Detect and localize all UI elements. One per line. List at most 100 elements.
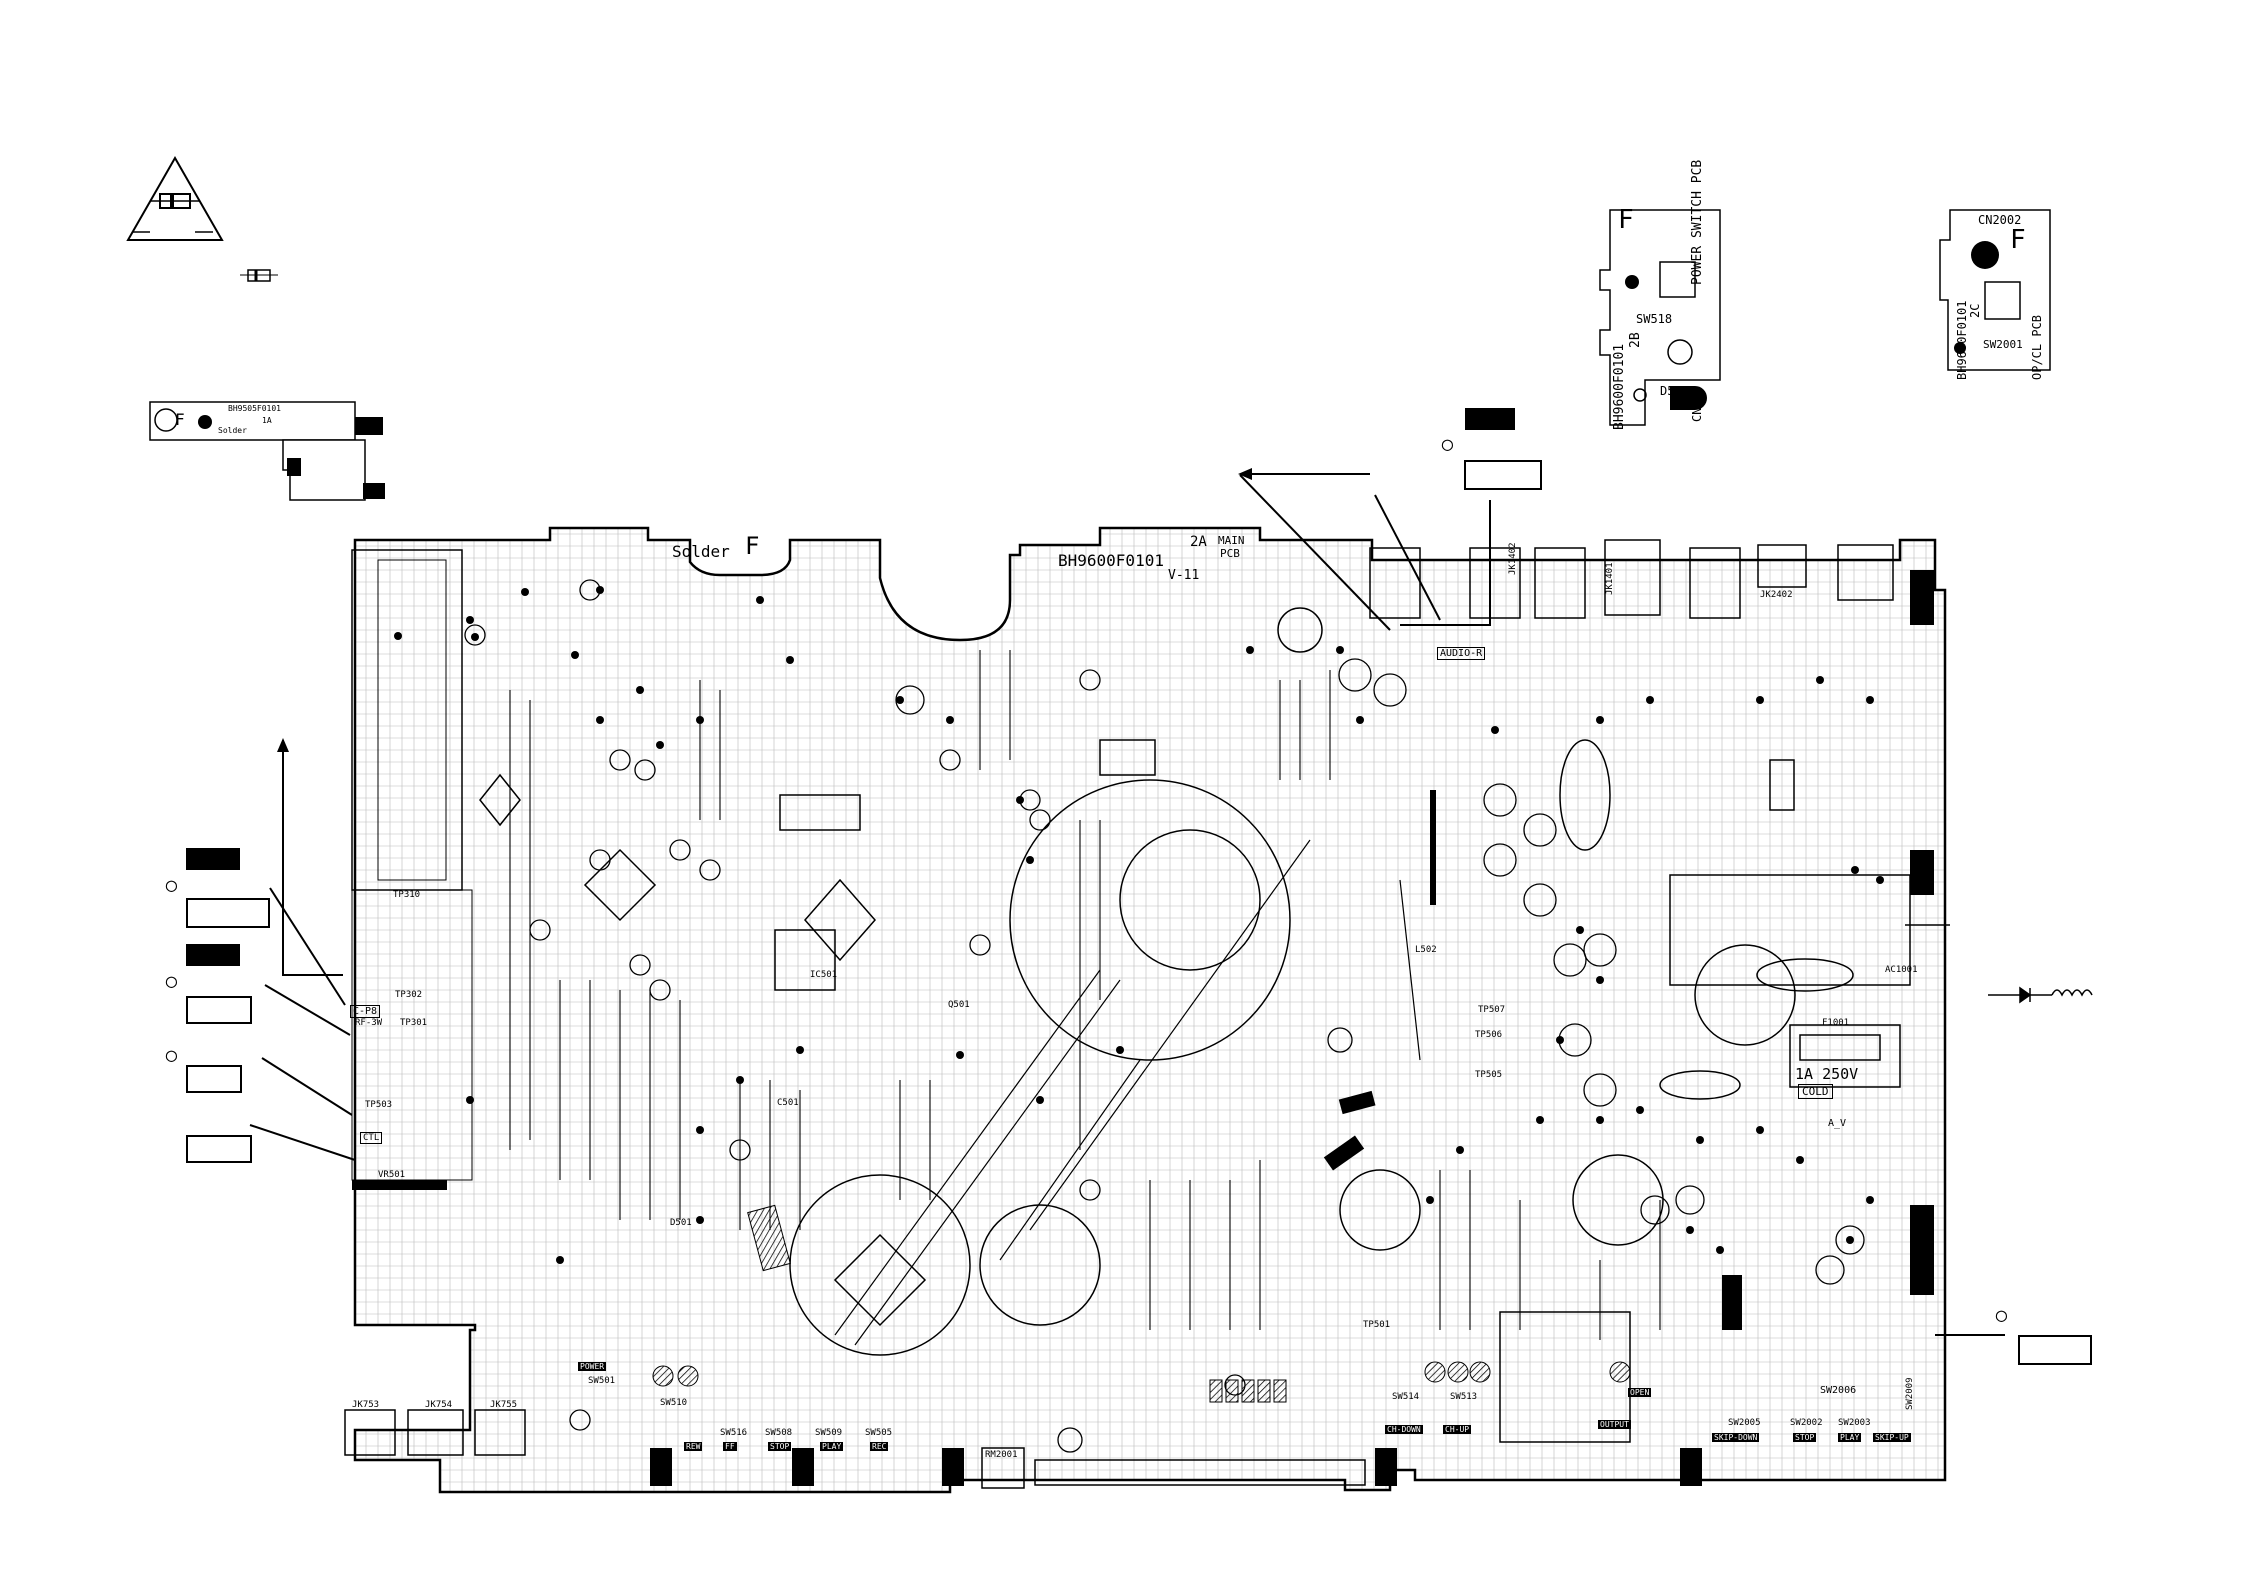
top-connectors (1369, 539, 1894, 619)
label-vr501: VR501 (378, 1170, 406, 1180)
ic-packages (479, 739, 1881, 1443)
callout-box-1 (186, 898, 270, 928)
pcb-vertical-traces (509, 650, 1661, 1340)
label-c-p8: C-P8 (350, 1005, 381, 1018)
fuse-rating-label: 1A 250V (1795, 1065, 1859, 1083)
main-board-outline (351, 526, 1947, 1494)
switch-label-sw510: SW510 (660, 1398, 688, 1408)
label-a-v: A_V (1828, 1118, 1847, 1129)
power-switch-title: POWER SWITCH PCB (1690, 159, 1705, 285)
power-switch-board-outline (1599, 209, 1721, 426)
jack-label-jk1402: JK1402 (1508, 542, 1518, 575)
label-d501: D501 (670, 1218, 692, 1228)
test-point-tp302: TP302 (395, 990, 423, 1000)
opcl-switch-label: SW2001 (1983, 338, 2023, 351)
power-switch-revision: 2B (1628, 332, 1643, 348)
test-point-tp310: TP310 (393, 890, 421, 900)
power-switch-part-number: BH9600F0101 (1612, 343, 1627, 430)
test-point-tp503: TP503 (365, 1100, 393, 1110)
switch-label-sw508: SW508 (765, 1428, 793, 1438)
button-label-rew: REW (684, 1442, 703, 1451)
label-c501: C501 (777, 1098, 799, 1108)
power-switch-side-letter: F (1618, 205, 1634, 235)
test-point-tp301: TP301 (400, 1018, 428, 1028)
switch-label-sw2005: SW2005 (1728, 1418, 1761, 1428)
capacitor-outlines (464, 579, 1865, 1453)
opcl-side-letter: F (2010, 225, 2026, 255)
callout-circle-3: ◯ (166, 1045, 177, 1066)
callout-box-3 (186, 1065, 242, 1093)
callout-box-right (2018, 1335, 2092, 1365)
main-board-version: V-11 (1168, 568, 1200, 583)
callout-circle-2: ◯ (166, 971, 177, 992)
cold-label: COLD (1798, 1084, 1833, 1099)
main-board-solder-label: Solder (672, 542, 730, 561)
main-board-name-line-1: MAIN (1218, 534, 1245, 547)
power-switch-switch-label: SW518 (1636, 312, 1673, 326)
button-label-output: OUTPUT (1598, 1420, 1631, 1429)
left-arrow-icon (1238, 468, 1370, 480)
switch-label-sw501: SW501 (588, 1376, 616, 1386)
hatched-pads (652, 1204, 1631, 1403)
label-ic501: IC501 (810, 970, 838, 980)
label-q501: Q501 (948, 1000, 970, 1010)
main-board-revision: 2A (1190, 534, 1207, 550)
opcl-connector-label: CN2002 (1978, 213, 2022, 227)
small-board-revision: 1A (262, 416, 272, 425)
callout-black-label-2 (186, 944, 240, 966)
button-label-ch-up: CH-UP (1443, 1425, 1472, 1434)
test-point-tp506: TP506 (1475, 1030, 1503, 1040)
power-switch-led-label: D561 (1660, 384, 1689, 398)
button-label-play-2: PLAY (1838, 1433, 1862, 1442)
button-label-power: POWER (578, 1362, 607, 1371)
inductor-diode-icon (1988, 986, 2093, 1004)
opcl-part-number: BH9600F0101 (1955, 300, 1969, 380)
jack-label-jk755: JK755 (490, 1400, 518, 1410)
button-label-ff: FF (723, 1442, 737, 1451)
opcl-title: OP/CL PCB (2030, 314, 2044, 380)
small-board-outline (149, 401, 385, 501)
small-board-solder-label: Solder (218, 426, 247, 435)
callout-leader-lines (249, 474, 2005, 1336)
jack-label-jk753: JK753 (352, 1400, 380, 1410)
switch-label-sw2009: SW2009 (1905, 1377, 1915, 1410)
button-label-skip-down: SKIP-DOWN (1712, 1433, 1760, 1442)
switch-label-sw513: SW513 (1450, 1392, 1478, 1402)
switch-label-sw505: SW505 (865, 1428, 893, 1438)
small-board-part-number: BH9505F0101 (228, 404, 281, 413)
up-arrow-icon (277, 738, 289, 752)
callout-circle-top: ◯ (1442, 434, 1453, 455)
label-ctl: CTL (360, 1132, 383, 1144)
diode-symbol-icon (240, 269, 278, 282)
label-rf-3w: RF-3W (355, 1018, 383, 1028)
test-point-tp507: TP507 (1478, 1005, 1506, 1015)
label-f1001: F1001 (1822, 1018, 1850, 1028)
pcb-circle-outlines (789, 607, 1854, 1356)
sw-label: SW2006 (1820, 1385, 1857, 1396)
pcb-diagonal-traces (834, 839, 1421, 1346)
jack-label-jk754: JK754 (425, 1400, 453, 1410)
callout-circle-1: ◯ (166, 875, 177, 896)
callout-box-4 (186, 1135, 252, 1163)
callout-circle-right: ◯ (1996, 1305, 2007, 1326)
callout-box-2 (186, 996, 252, 1024)
switch-label-sw2002: SW2002 (1790, 1418, 1823, 1428)
jack-label-jk1401: JK1401 (1605, 562, 1615, 595)
opcl-board-outline (1939, 209, 2051, 371)
button-label-rec: REC (870, 1442, 889, 1451)
bottom-jacks (344, 1409, 1366, 1489)
switch-label-sw509: SW509 (815, 1428, 843, 1438)
button-label-play: PLAY (820, 1442, 844, 1451)
main-board-name-line-2: PCB (1220, 547, 1240, 560)
test-point-tp501: TP501 (1363, 1320, 1391, 1330)
switch-label-sw2003: SW2003 (1838, 1418, 1871, 1428)
button-label-ch-down: CH-DOWN (1385, 1425, 1423, 1434)
jack-label-jk2402: JK2402 (1760, 590, 1793, 600)
fuse-area (1669, 874, 1950, 1088)
power-switch-connector-label: CN508 (1690, 385, 1704, 422)
button-label-stop: STOP (768, 1442, 792, 1451)
caution-triangle-icon (126, 155, 224, 241)
audio-label: AUDIO-R (1437, 647, 1486, 660)
button-label-skip-up: SKIP-UP (1873, 1433, 1911, 1442)
